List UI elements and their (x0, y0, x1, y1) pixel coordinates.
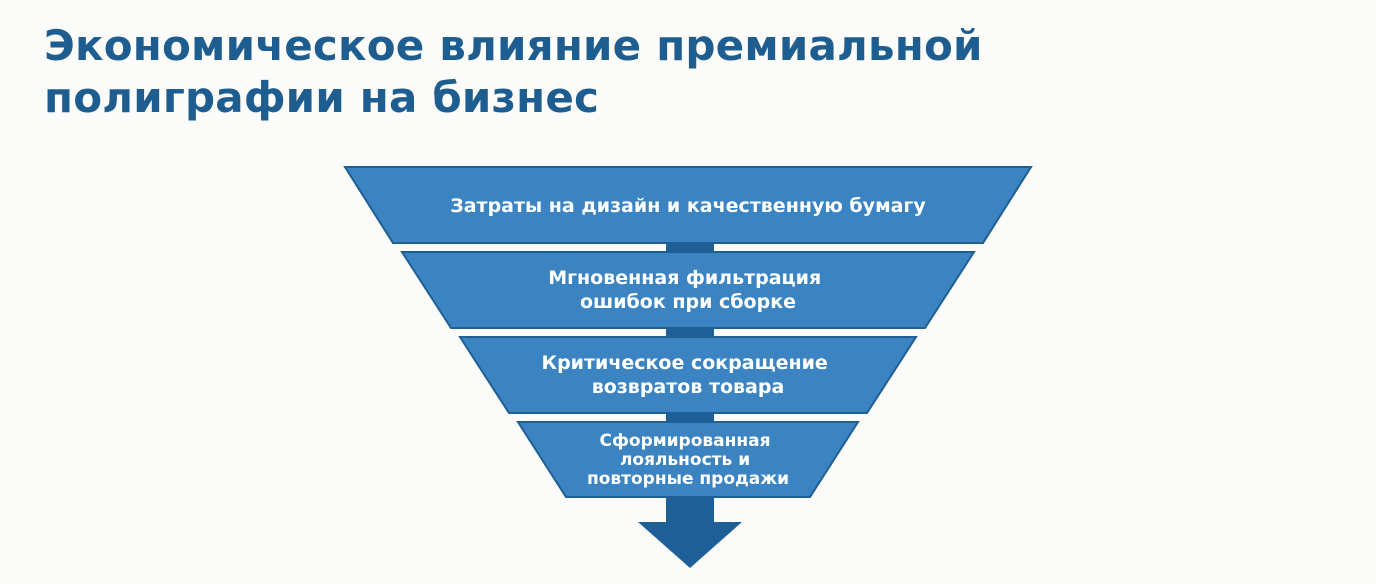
funnel-tier-3-shape (458, 336, 918, 414)
page-title-line-2: полиграфии на бизнес (44, 73, 600, 122)
funnel-tier-4: Сформированная лояльность и повторные пр… (516, 421, 860, 498)
funnel-tier-3-label: Критическое сокращение возвратов товара (542, 352, 835, 398)
funnel-tier-1-label: Затраты на дизайн и качественную бумагу (450, 195, 926, 217)
funnel-tier-4-line-1: Сформированная (600, 431, 771, 451)
funnel-tier-1: Затраты на дизайн и качественную бумагу (343, 166, 1033, 244)
funnel-tier-2-line-1: Мгновенная фильтрация (548, 267, 821, 289)
funnel-tier-2-line-2: ошибок при сборке (580, 291, 796, 313)
funnel-tier-4-shape (516, 421, 860, 498)
funnel-tier-1-shape (343, 166, 1033, 244)
funnel-tier-2-label: Мгновенная фильтрация ошибок при сборке (548, 267, 828, 313)
funnel-tier-3: Критическое сокращение возвратов товара (458, 336, 918, 414)
funnel-tier-1-line-1: Затраты на дизайн и качественную бумагу (450, 195, 926, 217)
page-title-line-1: Экономическое влияние премиальной (44, 21, 983, 70)
funnel-tier-4-line-2: лояльность и (620, 450, 750, 470)
funnel-tier-2: Мгновенная фильтрация ошибок при сборке (400, 251, 976, 329)
funnel-tier-4-line-3: повторные продажи (587, 469, 789, 489)
funnel-tier-3-line-1: Критическое сокращение (542, 352, 828, 374)
funnel-tier-3-line-2: возвратов товара (592, 376, 785, 398)
arrow-head (638, 522, 742, 568)
funnel-tier-2-shape (400, 251, 976, 329)
funnel-tier-4-label: Сформированная лояльность и повторные пр… (587, 431, 789, 489)
page-title: Экономическое влияние премиальной полигр… (44, 20, 1144, 124)
